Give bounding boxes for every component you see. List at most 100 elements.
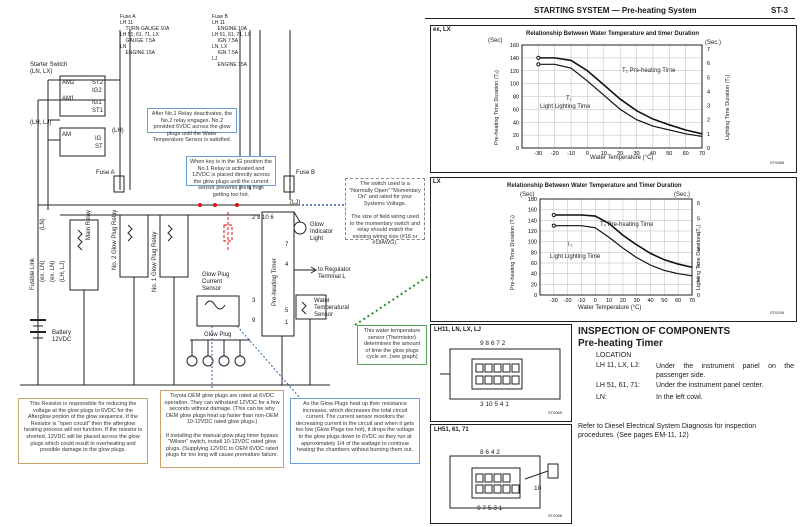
x-tick-label: -10 xyxy=(567,151,575,157)
schematic-wiring xyxy=(20,30,430,399)
y-tick-label: 0 xyxy=(534,293,537,299)
y2-tick-label: 5 xyxy=(697,216,700,222)
fuse-a-table: Fuse A LH 11 TURN-GAUGE 10A LH 51, 61, 7… xyxy=(120,14,170,56)
x-tick-label: 60 xyxy=(675,298,681,304)
page-number: ST-3 xyxy=(771,6,788,15)
y2-tick-label: 3 xyxy=(697,247,700,253)
y-tick-label: 80 xyxy=(513,95,519,101)
y-tick-label: 20 xyxy=(513,133,519,139)
y-tick-label: 20 xyxy=(531,282,537,288)
location-row-text: Under the instrument panel on the passen… xyxy=(656,363,794,379)
connector-lh51-code: ST0066 xyxy=(548,513,563,518)
plot-area xyxy=(521,44,703,149)
series-point xyxy=(551,212,556,218)
inspection-subheading: Pre-heating Timer xyxy=(578,338,663,349)
x-tick-label: 0 xyxy=(594,298,597,304)
thermistor-note: This water temperature sensor (Thermisto… xyxy=(357,325,427,365)
x-tick-label: 0 xyxy=(586,151,589,157)
chart-top-code: ST0068 xyxy=(770,160,785,165)
x-tick-label: 70 xyxy=(689,298,695,304)
y2-tick-label: 1 xyxy=(697,278,700,284)
y-tick-label: 100 xyxy=(510,82,519,88)
y-tick-label: 120 xyxy=(510,69,519,75)
ig1-label: IG1 xyxy=(92,100,102,106)
y2-tick-label: 3 xyxy=(707,104,710,110)
connector-lh11-bottom-pins: 3 10 5 4 1 xyxy=(480,401,509,408)
x-tick-label: -30 xyxy=(550,298,558,304)
lh-lj-label-2: (LH, LJ) xyxy=(60,260,66,282)
y-tick-label: 60 xyxy=(531,261,537,267)
y2-tick-label: 2 xyxy=(697,262,700,268)
y2-tick-label: 6 xyxy=(707,61,710,67)
y-tick-label: 140 xyxy=(528,218,537,224)
location-row-text: Under the instrument panel center. xyxy=(656,382,764,389)
ex-ln-label-2: (ex. LN) xyxy=(50,260,56,282)
y-tick-label: 60 xyxy=(513,107,519,113)
water-temp-sensor-label: Water Temperatural Sensor xyxy=(314,298,350,318)
timer-top-pins: 2 8 10 6 xyxy=(252,215,274,221)
x-tick-label: -10 xyxy=(577,298,585,304)
series-point xyxy=(536,55,541,60)
st2-label: ST2 xyxy=(92,80,104,86)
glow-plug-label: Glow Plug xyxy=(204,332,232,338)
series-line-light xyxy=(553,225,693,277)
plot-area xyxy=(539,198,693,296)
x-tick-label: 10 xyxy=(606,298,612,304)
fuse-b-label: Fuse B xyxy=(296,170,316,176)
y2-tick-label: 1 xyxy=(707,132,710,138)
junction-dots xyxy=(198,203,239,207)
connector-lh51-title: LH51, 61, 71 xyxy=(434,427,469,433)
y-tick-label: 40 xyxy=(531,272,537,278)
chart-bottom-light-label: Light Lighting Time xyxy=(550,254,601,260)
series-line-preheat xyxy=(538,57,703,135)
x-tick-label: 50 xyxy=(661,298,667,304)
location-row-text: In the left cowl. xyxy=(656,394,703,401)
connector-lh51-side-pin: 10 xyxy=(534,485,542,492)
glow-plug-relay-2-label: No. 2 Glow Plug Relay xyxy=(112,209,118,270)
chart-top-t1-label: T₁ xyxy=(566,96,572,102)
y2-tick-label: 0 xyxy=(697,293,700,299)
y2-tick-label: 5 xyxy=(707,75,710,81)
x-tick-label: 60 xyxy=(683,151,689,157)
y-tick-label: 100 xyxy=(528,240,537,246)
oem-note: Toyota OEM glow plugs are rated at 6VDC … xyxy=(160,390,284,468)
x-tick-label: 50 xyxy=(666,151,672,157)
chart-top-title: Relationship Between Water Temperature a… xyxy=(526,31,700,37)
chart-top-tag: ex, LX xyxy=(433,27,451,33)
x-tick-label: 40 xyxy=(647,298,653,304)
pin-4: 4 xyxy=(285,262,289,268)
chart-top-xlabel: Water Temperature (°C) xyxy=(590,155,654,161)
x-tick-label: 20 xyxy=(617,151,623,157)
y-tick-label: 0 xyxy=(516,146,519,152)
series-line-light xyxy=(538,63,703,138)
lh-lj-label: (LH, LJ) xyxy=(30,120,52,126)
fuse-b-table: Fuse B LH 11 ENGINE 10A LH 51, 61, 71, L… xyxy=(212,14,251,68)
x-tick-label: 30 xyxy=(633,151,639,157)
series-line-preheat xyxy=(553,214,693,269)
y-tick-label: 80 xyxy=(531,250,537,256)
series-point xyxy=(536,62,541,67)
inspection-heading: INSPECTION OF COMPONENTS xyxy=(578,326,731,337)
series-point xyxy=(551,223,556,228)
connector-lh11-title: LH11, LN, LX, LJ xyxy=(434,327,482,333)
st1-label: ST1 xyxy=(92,108,104,114)
location-row-model: LN: xyxy=(596,394,607,401)
x-tick-label: 20 xyxy=(620,298,626,304)
heatup-note: As the Glow Plugs heat up their resistan… xyxy=(290,398,420,464)
chart-bottom-frame xyxy=(430,177,797,322)
chart-top-left-unit: (Sec) xyxy=(488,38,503,44)
chart-bottom-right-unit: (Sec.) xyxy=(674,192,691,198)
relay-note: After No.1 Relay deactivates, the No.2 r… xyxy=(147,108,237,143)
inspection-refer: Refer to Diesel Electrical System Diagno… xyxy=(578,423,757,439)
chart-bottom-xlabel: Water Temperature (°C) xyxy=(578,305,642,311)
chart-bottom-t1-label: T₁ xyxy=(567,242,573,248)
switch-note: The switch used is a "Normally Open" "Mo… xyxy=(345,178,425,246)
chart-bottom-tag: LX xyxy=(433,179,441,185)
glow-indicator-label: Glow Indicator Light xyxy=(310,222,334,242)
ig2-label: IG2 xyxy=(92,88,102,94)
location-row-model: LH 51, 61, 71: xyxy=(596,382,640,389)
connector-lh11-top-pins: 9 8 6 7 2 xyxy=(480,340,506,347)
connector-lh51-frame xyxy=(430,424,572,524)
x-tick-label: 40 xyxy=(650,151,656,157)
